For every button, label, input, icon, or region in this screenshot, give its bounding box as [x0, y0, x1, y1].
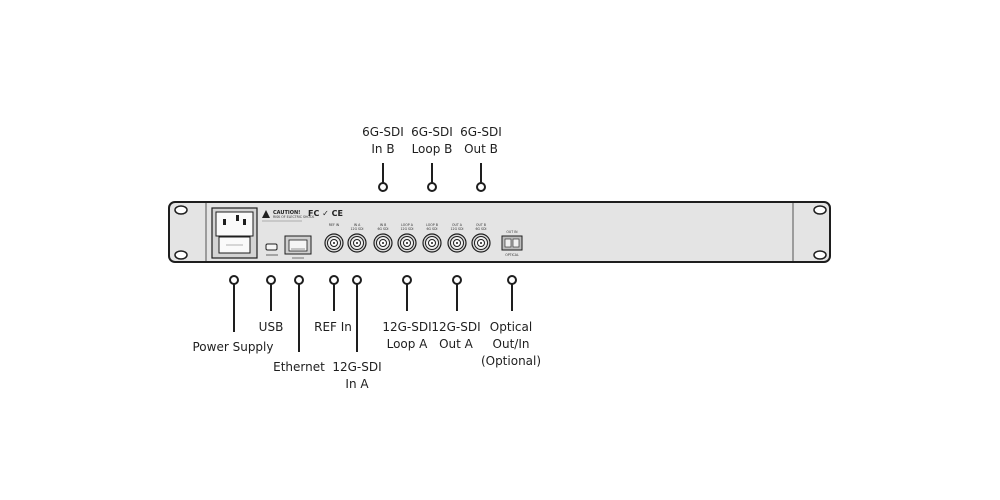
- certification-marks: FC ✓ CE: [308, 209, 343, 218]
- bnc-label: IN A: [354, 223, 361, 227]
- callout-sdi-out-b-line-1: 6G-SDI: [460, 125, 502, 139]
- warning-icon: [262, 210, 270, 218]
- bnc-connector: OUT B6G SDI: [471, 223, 491, 253]
- bnc-label: OUT A: [452, 223, 463, 227]
- mounting-hole-top-right: [813, 205, 827, 215]
- bnc-label: OUT B: [476, 223, 486, 227]
- callout-sdi-in-a-line-2: In A: [345, 377, 369, 391]
- bnc-connector: LOOP B6G SDI: [422, 223, 442, 253]
- callout-sdi-loop-a-line-1: 12G-SDI: [382, 320, 431, 334]
- optical-connector: OUT IN OPTICAL: [501, 230, 523, 257]
- callout-sdi-in-a: 12G-SDI In A: [332, 275, 382, 391]
- mounting-hole-bottom-right: [813, 250, 827, 260]
- bnc-label: 12G SDI: [451, 227, 464, 231]
- bnc-label: 12G SDI: [351, 227, 364, 231]
- caution-title: CAUTION!: [273, 210, 300, 216]
- bnc-label: 6G SDI: [378, 227, 389, 231]
- caution-label: CAUTION! RISK OF ELECTRIC SHOCK FC ✓ CE: [262, 209, 343, 222]
- callout-optical-line-2: Out/In: [493, 337, 530, 351]
- bnc-connector: IN B6G SDI: [373, 223, 393, 253]
- optical-top-label: OUT IN: [506, 230, 518, 234]
- bnc-label: REF IN: [329, 223, 340, 227]
- callout-sdi-loop-b-line-1: 6G-SDI: [411, 125, 453, 139]
- bnc-label: IN B: [380, 223, 387, 227]
- callout-optical: Optical Out/In (Optional): [481, 275, 541, 368]
- callout-sdi-out-b-line-2: Out B: [464, 142, 498, 156]
- bnc-label: 6G SDI: [476, 227, 487, 231]
- bnc-label: 12G SDI: [401, 227, 414, 231]
- bnc-connector: REF IN: [324, 223, 344, 253]
- caution-sub: RISK OF ELECTRIC SHOCK: [273, 215, 315, 219]
- callout-sdi-out-a-line-2: Out A: [439, 337, 474, 351]
- callout-sdi-in-a-line-1: 12G-SDI: [332, 360, 381, 374]
- callouts-bottom: Power Supply USB Ethernet REF In 12G-SDI…: [193, 275, 541, 391]
- panel-body: [168, 201, 831, 263]
- callout-ethernet-line-1: Ethernet: [273, 360, 325, 374]
- ethernet-port: [284, 235, 312, 259]
- usb-port: [265, 243, 278, 256]
- callout-sdi-in-b: 6G-SDI In B: [362, 125, 404, 192]
- rack-panel: [168, 201, 831, 263]
- callout-sdi-loop-b: 6G-SDI Loop B: [411, 125, 453, 192]
- callout-sdi-out-a: 12G-SDI Out A: [431, 275, 481, 351]
- callout-optical-line-3: (Optional): [481, 354, 541, 368]
- callout-usb-line-1: USB: [259, 320, 284, 334]
- callout-power-supply: Power Supply: [193, 275, 274, 354]
- callout-usb: USB: [259, 275, 284, 334]
- callout-sdi-loop-a-line-2: Loop A: [387, 337, 429, 351]
- mounting-hole-bottom-left: [174, 250, 188, 260]
- callout-sdi-out-b: 6G-SDI Out B: [460, 125, 502, 192]
- callout-sdi-in-b-line-2: In B: [371, 142, 394, 156]
- bnc-label: LOOP A: [401, 223, 414, 227]
- callout-optical-line-1: Optical: [490, 320, 532, 334]
- bnc-label: LOOP B: [426, 223, 438, 227]
- callout-sdi-in-b-line-1: 6G-SDI: [362, 125, 404, 139]
- callout-sdi-out-a-line-1: 12G-SDI: [431, 320, 480, 334]
- callout-ref-in-line-1: REF In: [314, 320, 352, 334]
- callout-ethernet: Ethernet: [273, 275, 325, 374]
- callout-sdi-loop-b-line-2: Loop B: [412, 142, 453, 156]
- optical-bottom-label: OPTICAL: [505, 253, 519, 257]
- callout-power-supply-line-1: Power Supply: [193, 340, 274, 354]
- callout-sdi-loop-a: 12G-SDI Loop A: [382, 275, 432, 351]
- bnc-label: 6G SDI: [427, 227, 438, 231]
- callout-ref-in: REF In: [314, 275, 352, 334]
- mounting-hole-top-left: [174, 205, 188, 215]
- power-inlet: [211, 207, 258, 259]
- callouts-top: 6G-SDI In B 6G-SDI Loop B 6G-SDI Out B: [362, 125, 502, 192]
